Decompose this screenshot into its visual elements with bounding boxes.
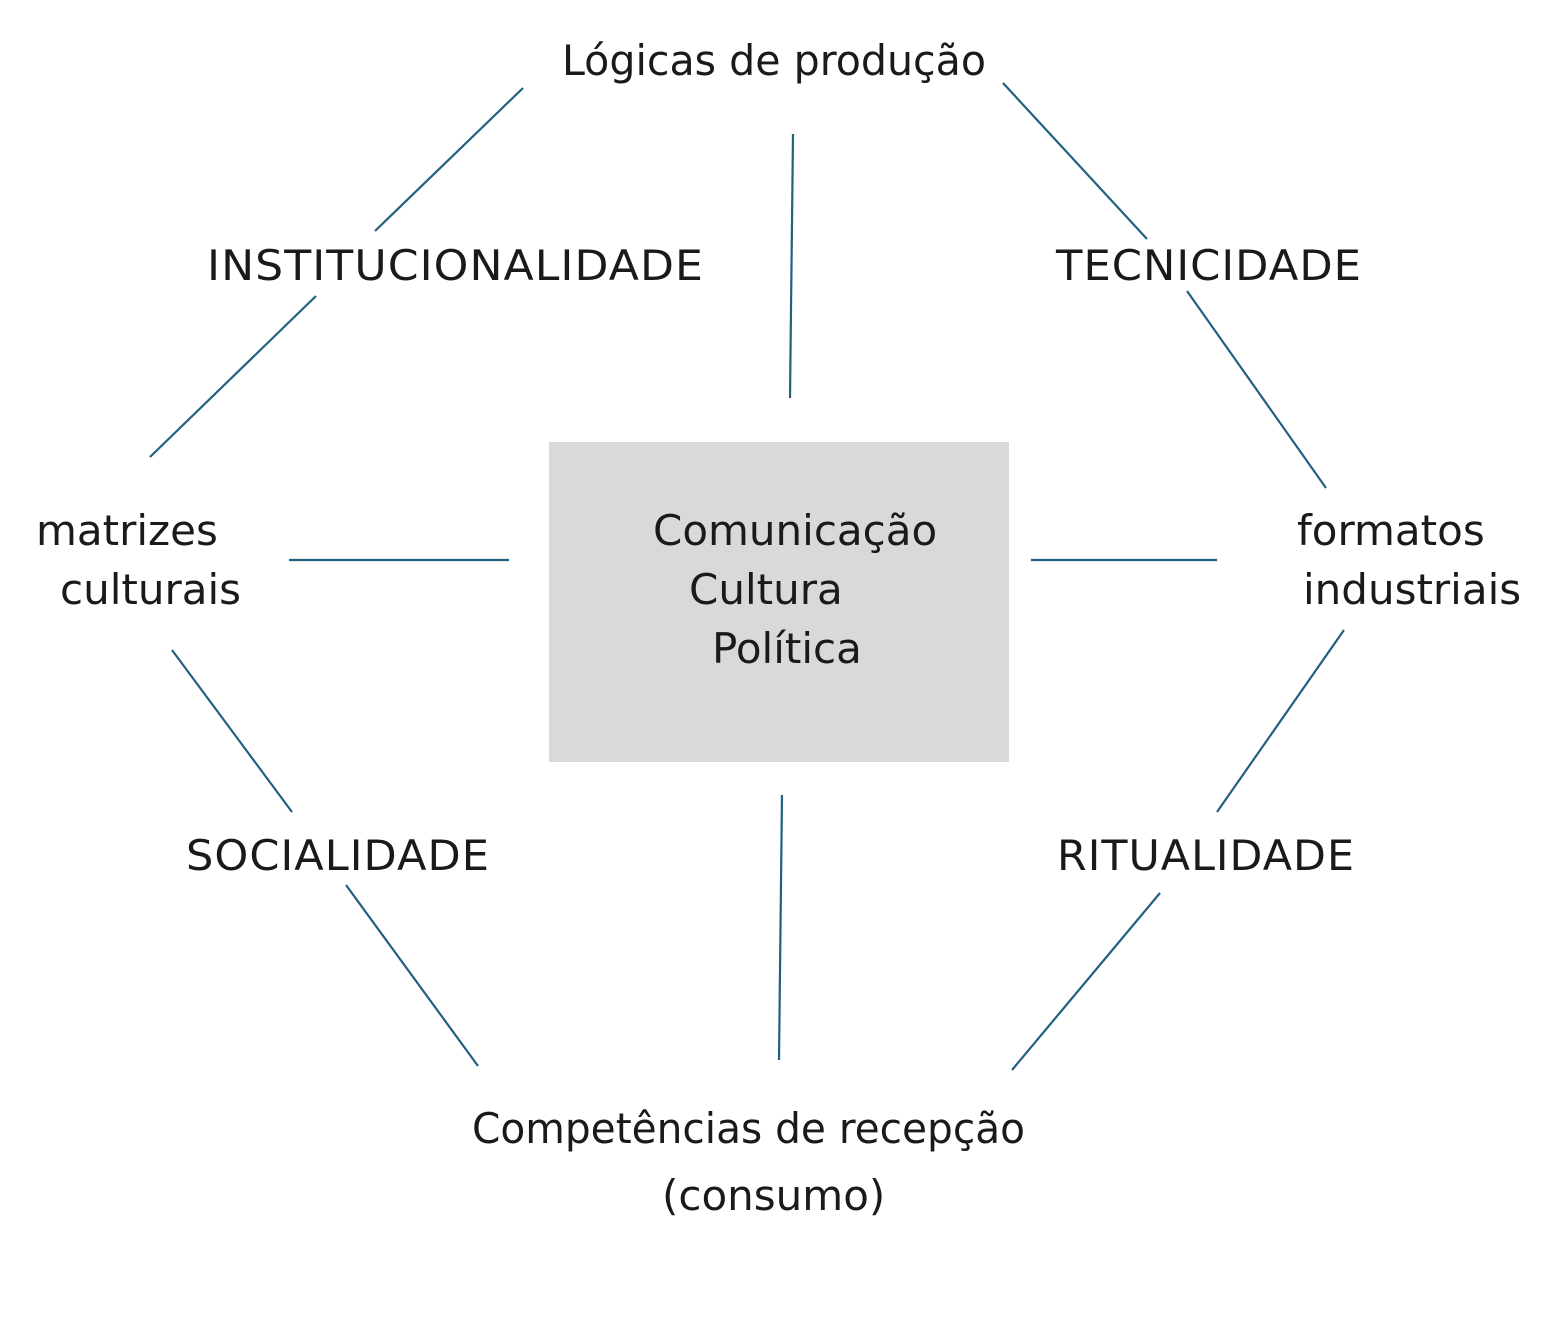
center-label-politica: Política [712, 624, 862, 673]
mediation-ritualidade: RITUALIDADE [1057, 831, 1355, 880]
edge-formatos-to-ritualidade [1216, 629, 1345, 813]
mediation-tecnicidade: TECNICIDADE [1055, 241, 1362, 290]
node-consumo: (consumo) [662, 1171, 885, 1220]
edge-top-to-tecnicidade [1002, 82, 1148, 240]
center-label-cultura: Cultura [689, 565, 843, 614]
edge-center-to-bottom [777, 794, 784, 1061]
node-competencias-de-recepcao: Competências de recepção [472, 1104, 1025, 1153]
node-matrizes: matrizes [36, 506, 218, 555]
center-label-comunicacao: Comunicação [653, 506, 937, 555]
node-formatos: formatos [1297, 506, 1485, 555]
edge-top-to-center [788, 133, 795, 399]
edge-matrizes-to-socialidade [171, 649, 293, 813]
edge-institucionalidade-to-matrizes [149, 295, 317, 458]
edge-socialidade-to-bottom [345, 884, 479, 1067]
mediation-institucionalidade: INSTITUCIONALIDADE [207, 241, 704, 290]
node-culturais: culturais [60, 565, 241, 614]
center-box [549, 442, 1009, 762]
mediation-socialidade: SOCIALIDADE [186, 831, 490, 880]
edge-top-to-institucionalidade [374, 87, 524, 232]
edge-tecnicidade-to-formatos [1186, 290, 1327, 489]
edge-ritualidade-to-bottom [1011, 892, 1161, 1071]
node-industriais: industriais [1303, 565, 1521, 614]
node-logicas-de-producao: Lógicas de produção [562, 36, 986, 85]
